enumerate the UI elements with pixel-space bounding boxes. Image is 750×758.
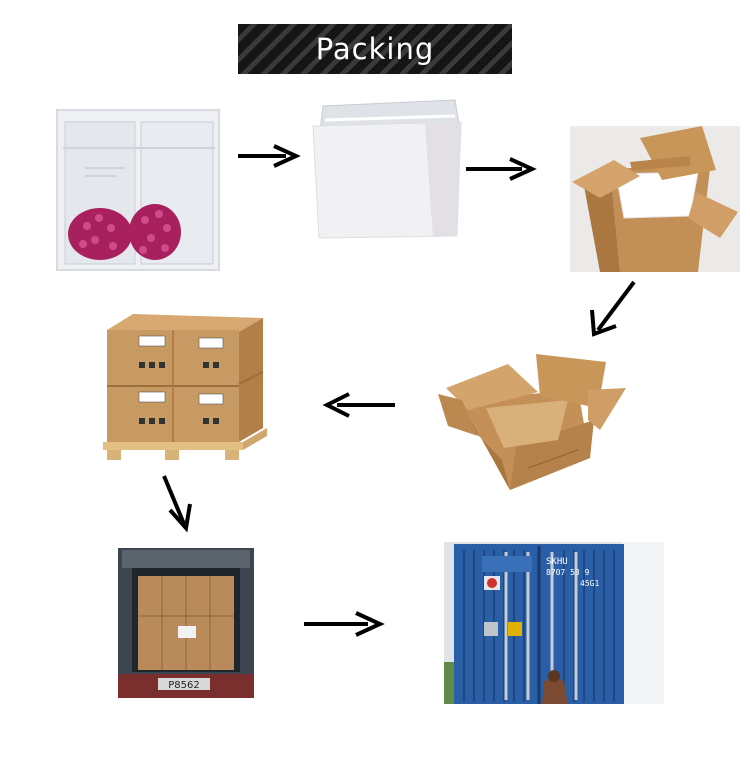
arrow-right-1	[238, 144, 301, 168]
foam-block-icon	[312, 99, 462, 239]
arrow-down-right-1	[162, 474, 192, 533]
arrow-right-2	[466, 157, 537, 181]
foam-lined-box-icon	[570, 126, 740, 272]
container-door-icon: SKHU 8707 53 9 45G1	[444, 542, 664, 704]
step-product-in-bag	[55, 108, 221, 272]
step-inner-box	[570, 126, 740, 272]
arrow-right-icon	[304, 611, 385, 637]
arrow-left-icon	[322, 392, 395, 418]
arrow-right-icon	[238, 144, 301, 168]
container-number: 8707 53 9	[546, 568, 590, 577]
step-container-loading: P8562	[118, 548, 254, 698]
product-bag-icon	[56, 109, 220, 271]
container-interior-icon: P8562	[118, 548, 254, 698]
step-outer-carton	[438, 350, 628, 492]
arrow-down-left-1	[590, 280, 638, 337]
arrow-down-left-icon	[590, 280, 636, 337]
arrow-down-right-icon	[162, 475, 192, 533]
arrow-left-1	[322, 392, 395, 418]
arrow-right-3	[304, 611, 385, 637]
pallet-icon	[103, 314, 267, 460]
arrow-right-icon	[466, 157, 537, 181]
step-shipping-container: SKHU 8707 53 9 45G1	[444, 542, 664, 704]
container-code: SKHU	[546, 557, 568, 567]
truck-plate: P8562	[168, 680, 199, 691]
container-type-code: 45G1	[580, 579, 599, 588]
page-title: Packing	[315, 32, 435, 66]
title-banner: Packing	[238, 24, 512, 74]
step-foam-wrap	[305, 96, 465, 242]
step-pallet	[103, 312, 267, 462]
open-carton-icon	[438, 354, 626, 490]
